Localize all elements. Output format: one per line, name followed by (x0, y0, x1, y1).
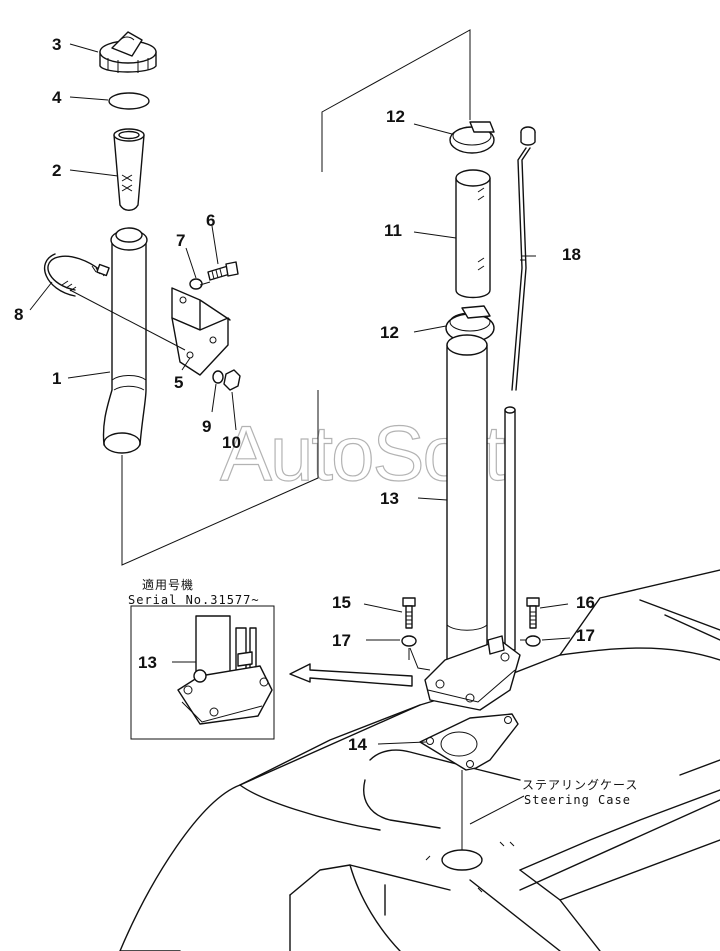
hose-part-11 (455, 169, 491, 299)
callout-13-inset: 13 (138, 653, 157, 672)
callout-8: 8 (14, 305, 23, 324)
connector-line-lower (121, 390, 319, 566)
assembly-line-clamp (69, 289, 186, 351)
hose-clamp-upper-part-12 (449, 121, 495, 154)
callout-17-left: 17 (332, 631, 351, 650)
callout-12-lower: 12 (380, 323, 399, 342)
inset-detail-box (130, 605, 275, 740)
bolt-part-6 (207, 261, 239, 281)
callout-leaders (29, 43, 571, 825)
strainer-part-2 (113, 128, 145, 211)
callout-2: 2 (52, 161, 61, 180)
callout-15: 15 (332, 593, 351, 612)
callout-13: 13 (380, 489, 399, 508)
bracket-part-5 (171, 287, 231, 376)
callout-11: 11 (384, 221, 402, 240)
callout-7: 7 (176, 231, 185, 250)
nut-part-10 (223, 369, 241, 391)
callout-10: 10 (222, 433, 241, 452)
callout-12-upper: 12 (386, 107, 405, 126)
callout-6: 6 (206, 211, 215, 230)
inset-pointer-arrow (289, 663, 413, 687)
washer-part-17-left (401, 635, 417, 647)
callout-4: 4 (52, 88, 62, 107)
filler-pipe-part-1 (102, 227, 148, 454)
washer-part-9 (212, 370, 224, 384)
washer-part-17-right (525, 635, 541, 647)
steering-case-port (441, 849, 483, 871)
filler-tube-part-13 (409, 334, 532, 711)
hose-clamp-lower-part-12 (445, 305, 495, 343)
callout-5: 5 (174, 373, 183, 392)
inset-frame (130, 605, 275, 740)
callout-18: 18 (562, 245, 581, 264)
steering-case-en: Steering Case (524, 793, 631, 807)
callout-numbers: 3 4 2 8 1 5 6 7 9 10 12 11 12 13 18 15 1… (14, 35, 595, 754)
callout-3: 3 (52, 35, 61, 54)
callout-9: 9 (202, 417, 211, 436)
steering-case-body (119, 569, 720, 951)
bolt-part-15 (402, 597, 416, 629)
callout-1: 1 (52, 369, 61, 388)
gasket-part-14 (419, 713, 519, 771)
bolt-part-16 (526, 597, 540, 629)
callout-14: 14 (348, 735, 367, 754)
u-bolt-part-8 (44, 253, 110, 297)
assembly-line-bolt (199, 281, 211, 286)
gasket-part-4 (108, 92, 150, 110)
inset-serial-number: Serial No.31577~ (128, 593, 260, 607)
callout-17-right: 17 (576, 626, 595, 645)
washer-part-7 (189, 278, 203, 290)
inset-serial-jp: 適用号機 (142, 577, 194, 592)
connector-line-upper (321, 29, 471, 172)
dipstick-part-18 (511, 126, 536, 391)
filler-cap-part-3 (99, 31, 157, 73)
callout-16: 16 (576, 593, 595, 612)
steering-case-jp: ステアリングケース (522, 778, 638, 792)
